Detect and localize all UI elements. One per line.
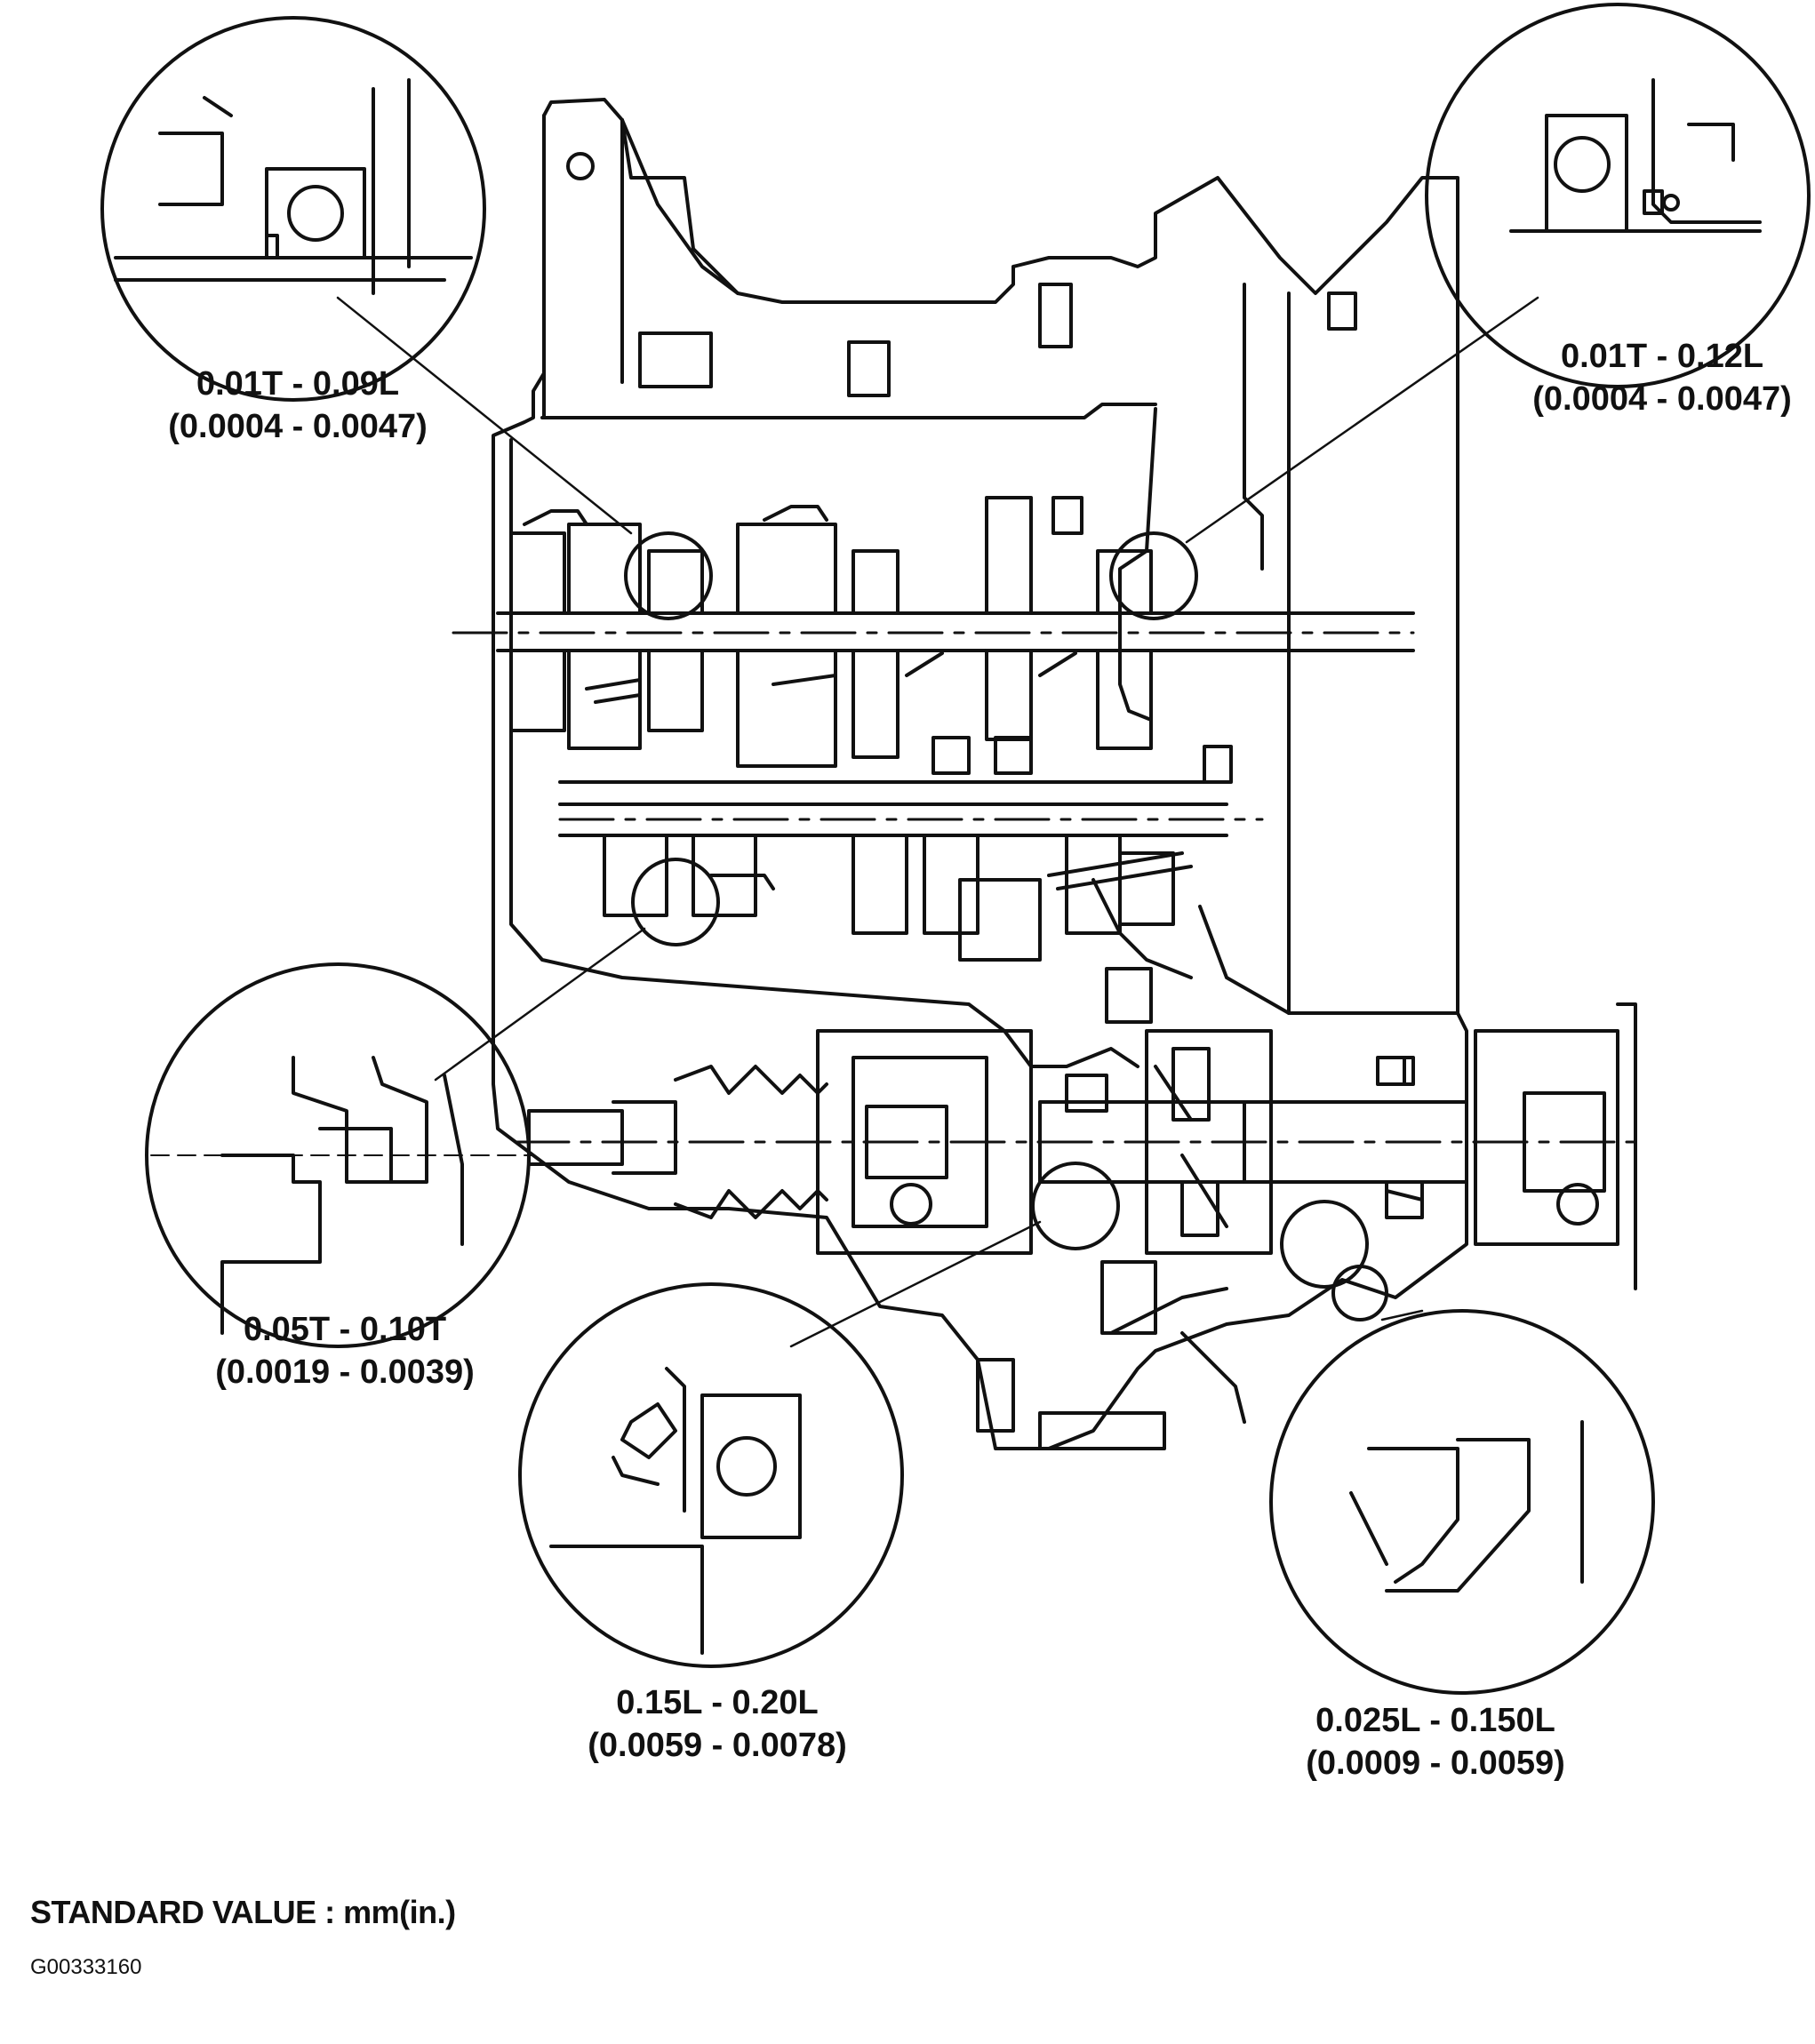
tolerance-callout-input-front: 0.01T - 0.09L (0.0004 - 0.0047) bbox=[111, 363, 484, 448]
tolerance-in: (0.0004 - 0.0047) bbox=[1532, 380, 1792, 418]
standard-value-heading: STANDARD VALUE : mm(in.) bbox=[30, 1894, 456, 1930]
tolerance-mm: 0.15L - 0.20L bbox=[616, 1684, 819, 1721]
output-shaft bbox=[558, 736, 1264, 979]
detail-view-bottom-center bbox=[518, 1282, 904, 1668]
detail-view-middle-left bbox=[145, 962, 534, 1348]
leader-lines bbox=[336, 296, 1539, 1348]
input-shaft bbox=[452, 496, 1415, 768]
tolerance-mm: 0.025L - 0.150L bbox=[1315, 1702, 1555, 1739]
tolerance-callout-side-gear: 0.025L - 0.150L (0.0009 - 0.0059) bbox=[1249, 1699, 1622, 1785]
transaxle-housing bbox=[492, 98, 1468, 1450]
detail-view-top-right bbox=[1425, 3, 1811, 388]
detail-view-bottom-right bbox=[1269, 1309, 1655, 1695]
tolerance-mm: 0.01T - 0.09L bbox=[196, 365, 400, 403]
tolerance-mm: 0.01T - 0.12L bbox=[1560, 338, 1764, 375]
tolerance-mm: 0.05T - 0.10T bbox=[243, 1311, 447, 1348]
detail-view-top-left bbox=[100, 16, 486, 402]
tolerance-in: (0.0059 - 0.0078) bbox=[588, 1727, 847, 1764]
differential-assembly bbox=[514, 967, 1637, 1450]
tolerance-in: (0.0019 - 0.0039) bbox=[215, 1353, 475, 1391]
tolerance-callout-output: 0.05T - 0.10T (0.0019 - 0.0039) bbox=[158, 1308, 532, 1393]
tolerance-in: (0.0004 - 0.0047) bbox=[168, 408, 428, 445]
tolerance-callout-input-rear: 0.01T - 0.12L (0.0004 - 0.0047) bbox=[1475, 335, 1815, 420]
tolerance-in: (0.0009 - 0.0059) bbox=[1306, 1745, 1565, 1782]
figure-code: G00333160 bbox=[30, 1955, 142, 1979]
callout-rings bbox=[624, 531, 1388, 1321]
tolerance-callout-differential-bearing: 0.15L - 0.20L (0.0059 - 0.0078) bbox=[531, 1681, 904, 1767]
